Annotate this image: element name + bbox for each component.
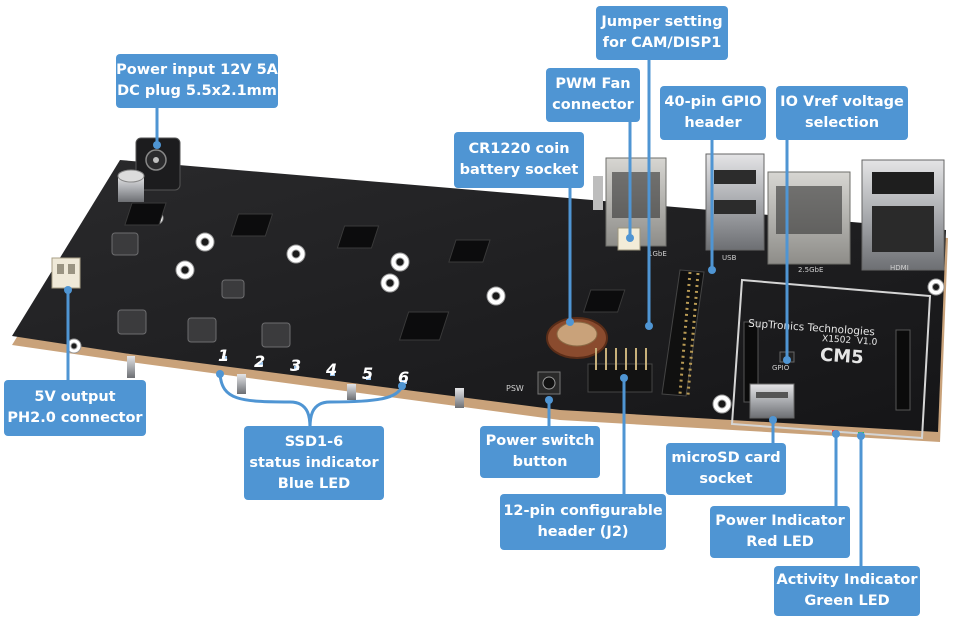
callout-microsd-line2: socket — [699, 471, 753, 487]
callout-5v-output-line2: PH2.0 connector — [7, 410, 143, 426]
callout-power-led-line1: Power Indicator — [715, 513, 845, 529]
ic-chips — [124, 202, 626, 341]
capacitor — [117, 169, 145, 202]
ssd-number-3: 3 — [290, 356, 302, 375]
callout-ssd-leds-line2: status indicator — [249, 454, 379, 471]
port-label-hdmi: HDMI — [890, 264, 909, 272]
ssd-number-1: 1 — [218, 346, 230, 365]
ssd-number-2: 2 — [254, 352, 266, 371]
callout-pwm-fan: PWM Fan connector — [546, 68, 640, 122]
rear-ports — [605, 153, 945, 271]
callout-power-input-line2: DC plug 5.5x2.1mm — [117, 83, 277, 99]
callout-pwm-fan-line2: connector — [552, 97, 634, 113]
callout-j2-line2: header (J2) — [537, 524, 629, 540]
ph2-connector — [51, 257, 81, 289]
callout-power-switch-line1: Power switch — [485, 433, 595, 449]
gpio-header — [661, 269, 705, 397]
callout-io-vref: IO Vref voltage selection — [776, 86, 908, 140]
callout-io-vref-line2: selection — [804, 115, 880, 131]
callout-power-led: Power Indicator Red LED — [710, 506, 850, 558]
callout-gpio-line1: 40-pin GPIO — [664, 94, 762, 110]
callout-gpio-line2: header — [684, 115, 742, 131]
callout-jumper-line2: for CAM/DISP1 — [602, 35, 722, 51]
callout-j2-header: 12-pin configurable header (J2) — [500, 494, 666, 550]
ssd-number-5: 5 — [362, 364, 374, 383]
ssd-number-4: 4 — [326, 360, 338, 379]
callout-io-vref-line1: IO Vref voltage — [780, 94, 904, 110]
callout-microsd: microSD card socket — [666, 443, 786, 495]
callout-power-switch-line2: button — [512, 454, 568, 470]
callout-coin-battery-line2: battery socket — [459, 162, 579, 178]
ssd-number-6: 6 — [398, 368, 410, 387]
callout-5v-output: 5V output PH2.0 connector — [4, 380, 146, 436]
callout-activity-led-line2: Green LED — [804, 593, 890, 609]
power-switch — [537, 371, 561, 395]
j2-header — [587, 348, 653, 393]
ssd-leds — [222, 356, 407, 384]
inductors — [111, 232, 291, 348]
callout-coin-battery-line1: CR1220 coin — [468, 141, 570, 157]
port-label-1gbe: 1GbE — [648, 250, 667, 258]
callout-activity-led: Activity Indicator Green LED — [774, 566, 920, 616]
coin-battery — [546, 317, 608, 359]
callout-ssd-leds: SSD1-6 status indicator Blue LED — [244, 426, 384, 500]
callout-power-led-line2: Red LED — [746, 534, 814, 550]
dc-jack — [135, 137, 181, 191]
callout-power-switch: Power switch button — [480, 426, 600, 478]
callout-pwm-fan-line1: PWM Fan — [555, 76, 631, 92]
callout-power-input-line1: Power input 12V 5A — [116, 62, 278, 78]
standoffs — [127, 356, 464, 408]
callout-5v-output-line1: 5V output — [34, 389, 116, 405]
port-label-usb: USB — [722, 254, 737, 262]
microsd-socket — [749, 383, 795, 419]
callout-ssd-leds-line1: SSD1-6 — [284, 433, 344, 450]
callout-gpio-header: 40-pin GPIO header — [660, 86, 766, 140]
silk-psw: PSW — [506, 384, 524, 393]
callout-j2-line1: 12-pin configurable — [503, 503, 663, 519]
callout-jumper: Jumper setting for CAM/DISP1 — [596, 6, 728, 60]
callout-ssd-leds-line3: Blue LED — [277, 475, 351, 492]
callout-microsd-line1: microSD card — [671, 450, 781, 466]
callout-power-input: Power input 12V 5A DC plug 5.5x2.1mm — [116, 54, 278, 108]
silk-gpio: GPIO — [772, 364, 790, 372]
callout-activity-led-line1: Activity Indicator — [776, 572, 918, 588]
leader-ssd-leds — [218, 372, 404, 430]
port-label-2-5gbe: 2.5GbE — [798, 266, 824, 274]
callout-jumper-line1: Jumper setting — [601, 14, 723, 30]
callout-coin-battery: CR1220 coin battery socket — [454, 132, 584, 188]
